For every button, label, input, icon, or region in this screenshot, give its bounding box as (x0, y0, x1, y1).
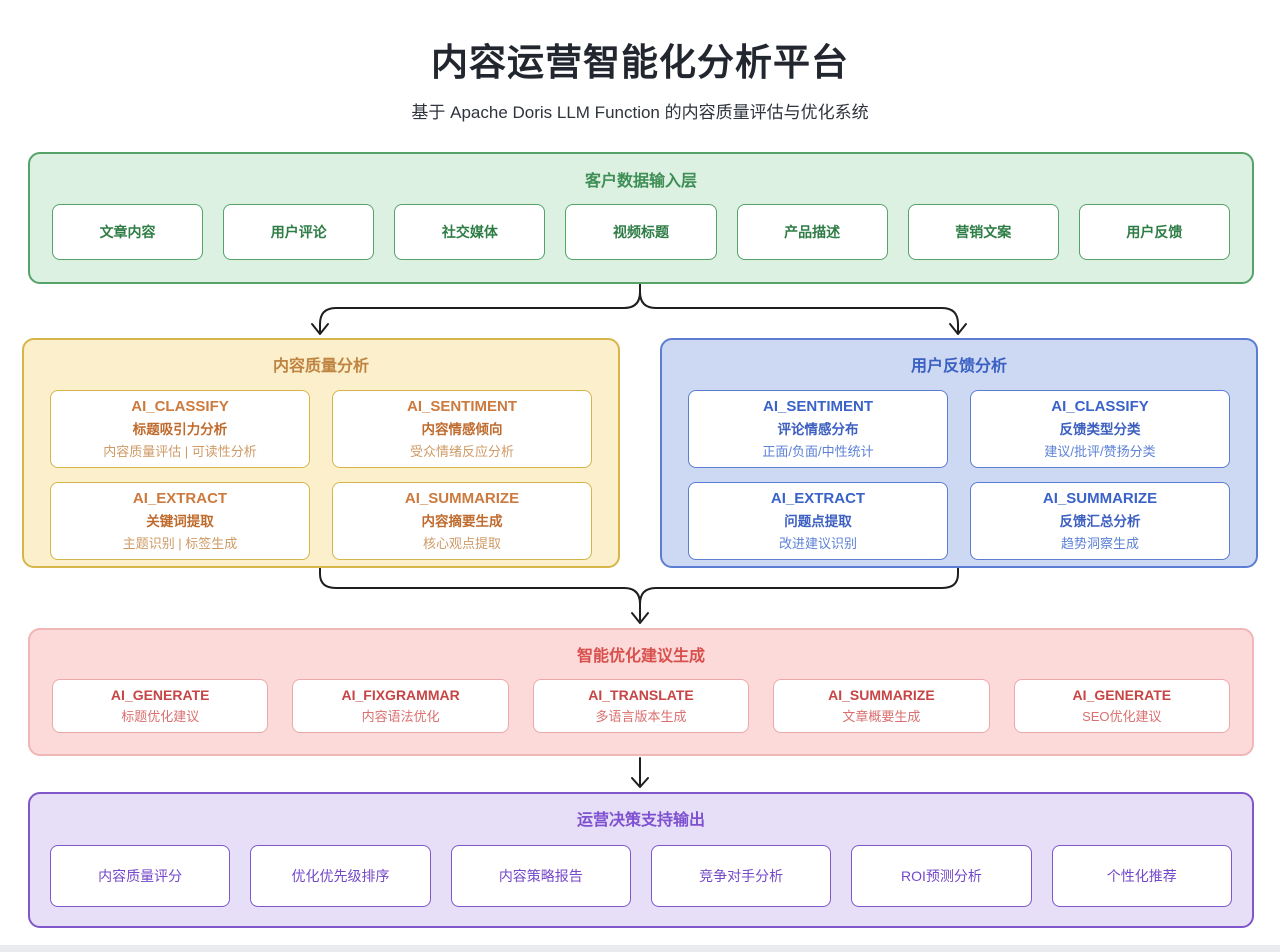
fn-name: AI_FIXGRAMMAR (341, 687, 460, 703)
fn-card: AI_GENERATE SEO优化建议 (1013, 679, 1231, 733)
fn-desc: 正面/负面/中性统计 (762, 444, 874, 459)
input-item: 用户反馈 (1078, 204, 1230, 260)
fn-name: AI_CLASSIFY (131, 398, 229, 415)
fn-card: AI_CLASSIFY 标题吸引力分析 内容质量评估 | 可读性分析 (50, 390, 310, 468)
output-item: ROI预测分析 (851, 845, 1032, 907)
fn-card: AI_SUMMARIZE 反馈汇总分析 趋势洞察生成 (970, 482, 1230, 560)
arrow-split (311, 284, 967, 335)
fn-name: AI_GENERATE (110, 687, 210, 703)
fn-label: 评论情感分布 (777, 422, 859, 437)
input-item: 文章内容 (52, 204, 204, 260)
fn-label: SEO优化建议 (1082, 709, 1162, 724)
page-bottom-edge (0, 945, 1280, 952)
section-content-quality: 内容质量分析 AI_CLASSIFY 标题吸引力分析 内容质量评估 | 可读性分… (22, 338, 620, 568)
input-item: 营销文案 (907, 204, 1059, 260)
fn-label: 标题优化建议 (121, 709, 200, 724)
fn-label: 关键词提取 (146, 514, 214, 529)
fn-label: 内容摘要生成 (421, 514, 503, 529)
fn-desc: 受众情绪反应分析 (409, 444, 514, 459)
input-items-row: 文章内容 用户评论 社交媒体 视频标题 产品描述 营销文案 用户反馈 (52, 204, 1230, 260)
user-feedback-grid: AI_SENTIMENT 评论情感分布 正面/负面/中性统计 AI_CLASSI… (688, 390, 1230, 560)
section-input-layer: 客户数据输入层 文章内容 用户评论 社交媒体 视频标题 产品描述 营销文案 用户… (28, 152, 1254, 284)
fn-label: 标题吸引力分析 (132, 422, 228, 437)
fn-name: AI_GENERATE (1072, 687, 1172, 703)
page-title: 内容运营智能化分析平台 (431, 42, 849, 83)
fn-name: AI_SUMMARIZE (1042, 490, 1158, 507)
section-optimization: 智能优化建议生成 AI_GENERATE 标题优化建议 AI_FIXGRAMMA… (28, 628, 1254, 756)
fn-label: 文章概要生成 (842, 709, 921, 724)
arrow-merge (319, 568, 959, 624)
fn-name: AI_SUMMARIZE (404, 490, 520, 507)
fn-label: 多语言版本生成 (595, 709, 687, 724)
fn-card: AI_EXTRACT 问题点提取 改进建议识别 (688, 482, 948, 560)
fn-name: AI_EXTRACT (132, 490, 228, 507)
page-subtitle: 基于 Apache Doris LLM Function 的内容质量评估与优化系… (411, 103, 869, 122)
optimization-row: AI_GENERATE 标题优化建议 AI_FIXGRAMMAR 内容语法优化 … (52, 679, 1231, 733)
content-quality-grid: AI_CLASSIFY 标题吸引力分析 内容质量评估 | 可读性分析 AI_SE… (50, 390, 592, 560)
output-items-row: 内容质量评分 优化优先级排序 内容策略报告 竞争对手分析 ROI预测分析 个性化… (50, 845, 1232, 907)
fn-card: AI_TRANSLATE 多语言版本生成 (532, 679, 750, 733)
fn-card: AI_FIXGRAMMAR 内容语法优化 (292, 679, 509, 733)
input-item: 用户评论 (223, 204, 375, 260)
fn-desc: 趋势洞察生成 (1060, 536, 1139, 551)
section-title: 智能优化建议生成 (576, 648, 705, 665)
fn-label: 反馈汇总分析 (1059, 514, 1141, 529)
fn-name: AI_SENTIMENT (406, 398, 517, 415)
fn-card: AI_SENTIMENT 内容情感倾向 受众情绪反应分析 (332, 390, 592, 468)
fn-label: 内容语法优化 (361, 709, 440, 724)
section-user-feedback: 用户反馈分析 AI_SENTIMENT 评论情感分布 正面/负面/中性统计 AI… (660, 338, 1258, 568)
section-title: 客户数据输入层 (584, 173, 697, 190)
fn-label: 内容情感倾向 (421, 422, 503, 437)
fn-desc: 主题识别 | 标签生成 (122, 536, 238, 551)
input-item: 社交媒体 (394, 204, 546, 260)
fn-label: 问题点提取 (784, 514, 852, 529)
section-decision-output: 运营决策支持输出 内容质量评分 优化优先级排序 内容策略报告 竞争对手分析 RO… (28, 792, 1254, 928)
section-title: 内容质量分析 (272, 358, 369, 375)
fn-name: AI_CLASSIFY (1051, 398, 1149, 415)
fn-name: AI_SENTIMENT (762, 398, 873, 415)
fn-name: AI_EXTRACT (770, 490, 866, 507)
output-item: 优化优先级排序 (250, 845, 431, 907)
fn-desc: 核心观点提取 (422, 536, 501, 551)
arrow-down (631, 757, 649, 788)
fn-name: AI_SUMMARIZE (828, 687, 935, 703)
section-title: 用户反馈分析 (910, 358, 1007, 375)
fn-card: AI_CLASSIFY 反馈类型分类 建议/批评/赞扬分类 (970, 390, 1230, 468)
input-item: 产品描述 (736, 204, 888, 260)
fn-card: AI_SENTIMENT 评论情感分布 正面/负面/中性统计 (688, 390, 948, 468)
section-title: 运营决策支持输出 (576, 812, 705, 829)
output-item: 内容策略报告 (450, 845, 631, 907)
fn-desc: 建议/批评/赞扬分类 (1044, 444, 1156, 459)
fn-desc: 内容质量评估 | 可读性分析 (103, 444, 257, 459)
output-item: 内容质量评分 (50, 845, 231, 907)
input-item: 视频标题 (565, 204, 717, 260)
fn-card: AI_SUMMARIZE 内容摘要生成 核心观点提取 (332, 482, 592, 560)
output-item: 个性化推荐 (1051, 845, 1232, 907)
fn-desc: 改进建议识别 (778, 536, 857, 551)
fn-card: AI_GENERATE 标题优化建议 (52, 679, 269, 733)
fn-card: AI_EXTRACT 关键词提取 主题识别 | 标签生成 (50, 482, 310, 560)
fn-name: AI_TRANSLATE (588, 687, 694, 703)
fn-label: 反馈类型分类 (1059, 422, 1141, 437)
fn-card: AI_SUMMARIZE 文章概要生成 (773, 679, 990, 733)
output-item: 竞争对手分析 (650, 845, 832, 907)
